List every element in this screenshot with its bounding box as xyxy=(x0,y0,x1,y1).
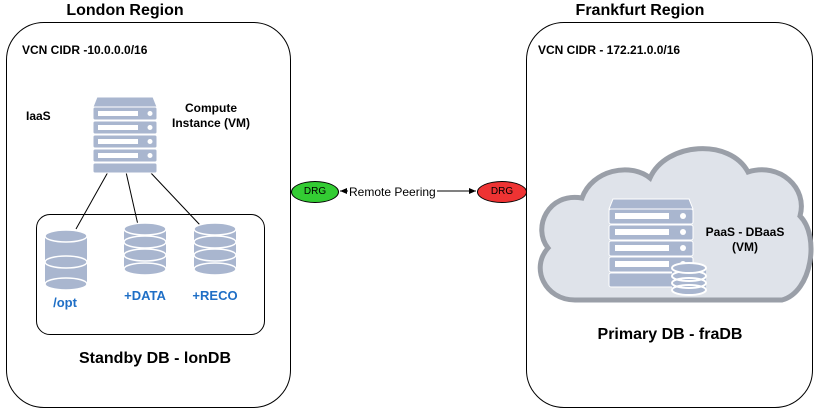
disk-label-data: +DATA xyxy=(124,288,166,303)
disk-icon xyxy=(123,222,167,276)
compute-instance-label: Compute Instance (VM) xyxy=(171,101,250,130)
frankfurt-vcn-cidr: VCN CIDR - 172.21.0.0/16 xyxy=(538,43,681,57)
disk-icon xyxy=(671,262,707,296)
disk-label-opt: /opt xyxy=(53,295,77,310)
disk-label-reco: +RECO xyxy=(192,288,238,303)
standby-db-label: Standby DB - lonDB xyxy=(79,350,231,367)
storage-group-box xyxy=(36,214,265,335)
london-vcn-cidr: VCN CIDR -10.0.0.0/16 xyxy=(22,43,148,57)
london-region-box xyxy=(6,22,291,408)
compute-disk-connectors xyxy=(75,171,201,230)
server-icon xyxy=(92,96,158,174)
iaas-label: IaaS xyxy=(26,109,51,123)
disk-icon xyxy=(44,229,88,291)
london-region-title: London Region xyxy=(66,2,184,19)
remote-peering-label: Remote Peering xyxy=(348,185,437,199)
disk-icon xyxy=(193,222,237,276)
primary-db-label: Primary DB - fraDB xyxy=(597,326,743,343)
drg-london: DRG xyxy=(291,181,339,203)
drg-frankfurt: DRG xyxy=(477,181,527,203)
frankfurt-region-title: Frankfurt Region xyxy=(575,2,705,19)
paas-dbaas-label: PaaS - DBaaS (VM) xyxy=(705,225,785,254)
